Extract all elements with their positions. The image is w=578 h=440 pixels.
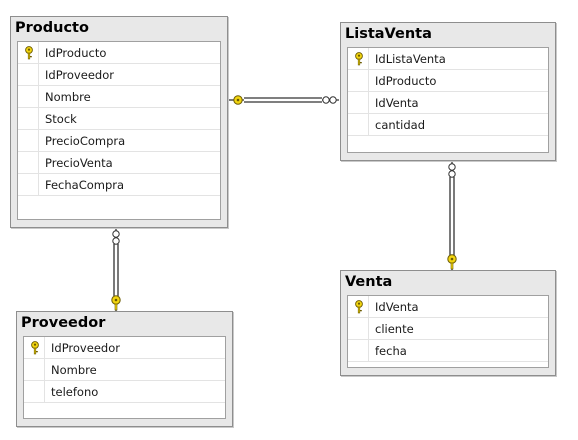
row-selector (18, 108, 39, 129)
table-title: Venta (345, 274, 393, 290)
infinity-endpoint-icon (112, 230, 120, 245)
column-name: cliente (375, 322, 414, 336)
column-row[interactable]: IdProducto (18, 42, 220, 64)
column-name: IdVenta (375, 300, 419, 314)
row-selector (24, 381, 45, 402)
column-name: FechaCompra (45, 178, 125, 192)
row-selector (348, 48, 369, 69)
key-endpoint-icon (447, 254, 457, 270)
column-row[interactable]: PrecioCompra (18, 130, 220, 152)
row-selector (24, 337, 45, 358)
table-venta[interactable]: Venta IdVenta cliente fecha (340, 270, 556, 376)
row-selector (18, 152, 39, 173)
column-name: IdProveedor (45, 68, 114, 82)
row-selector (18, 174, 39, 195)
column-row[interactable]: IdProveedor (18, 64, 220, 86)
column-row[interactable]: FechaCompra (18, 174, 220, 196)
column-row[interactable]: IdListaVenta (348, 48, 548, 70)
column-row[interactable]: PrecioVenta (18, 152, 220, 174)
table-title: ListaVenta (345, 26, 432, 42)
row-selector (348, 114, 369, 135)
column-name: PrecioVenta (45, 156, 113, 170)
row-selector (348, 296, 369, 317)
row-selector (18, 42, 39, 63)
column-row[interactable]: fecha (348, 340, 548, 362)
key-endpoint-icon (233, 95, 243, 105)
primary-key-icon (25, 46, 33, 60)
primary-key-icon (355, 52, 363, 66)
column-row[interactable]: IdProducto (348, 70, 548, 92)
table-title: Proveedor (21, 315, 106, 331)
column-row[interactable]: IdVenta (348, 92, 548, 114)
column-row[interactable]: IdProveedor (24, 337, 225, 359)
row-selector (348, 70, 369, 91)
column-name: Stock (45, 112, 77, 126)
column-row[interactable]: cliente (348, 318, 548, 340)
column-name: IdProducto (375, 74, 437, 88)
column-row[interactable]: IdVenta (348, 296, 548, 318)
infinity-endpoint-icon (322, 96, 339, 104)
primary-key-icon (31, 341, 39, 355)
primary-key-icon (355, 300, 363, 314)
column-name: IdProducto (45, 46, 107, 60)
key-endpoint-icon (111, 295, 121, 311)
column-name: PrecioCompra (45, 134, 126, 148)
column-row[interactable]: Nombre (24, 359, 225, 381)
column-row[interactable]: Stock (18, 108, 220, 130)
column-name: Nombre (45, 90, 91, 104)
column-name: IdListaVenta (375, 52, 446, 66)
column-name: IdProveedor (51, 341, 120, 355)
relationship-proveedor-producto[interactable] (111, 228, 121, 311)
column-name: Nombre (51, 363, 97, 377)
relationship-venta-listaventa[interactable] (447, 161, 457, 270)
column-name: fecha (375, 344, 407, 358)
infinity-endpoint-icon (448, 163, 456, 178)
column-name: telefono (51, 385, 99, 399)
row-selector (348, 340, 369, 361)
row-selector (348, 92, 369, 113)
column-grid: IdVenta cliente fecha (347, 295, 549, 368)
column-row[interactable]: telefono (24, 381, 225, 403)
column-row[interactable]: cantidad (348, 114, 548, 136)
row-selector (24, 359, 45, 380)
column-row[interactable]: Nombre (18, 86, 220, 108)
column-name: cantidad (375, 118, 426, 132)
row-selector (18, 64, 39, 85)
table-title: Producto (15, 20, 89, 36)
column-name: IdVenta (375, 96, 419, 110)
row-selector (348, 318, 369, 339)
row-selector (18, 86, 39, 107)
relationship-producto-listaventa[interactable] (229, 95, 339, 105)
row-selector (18, 130, 39, 151)
